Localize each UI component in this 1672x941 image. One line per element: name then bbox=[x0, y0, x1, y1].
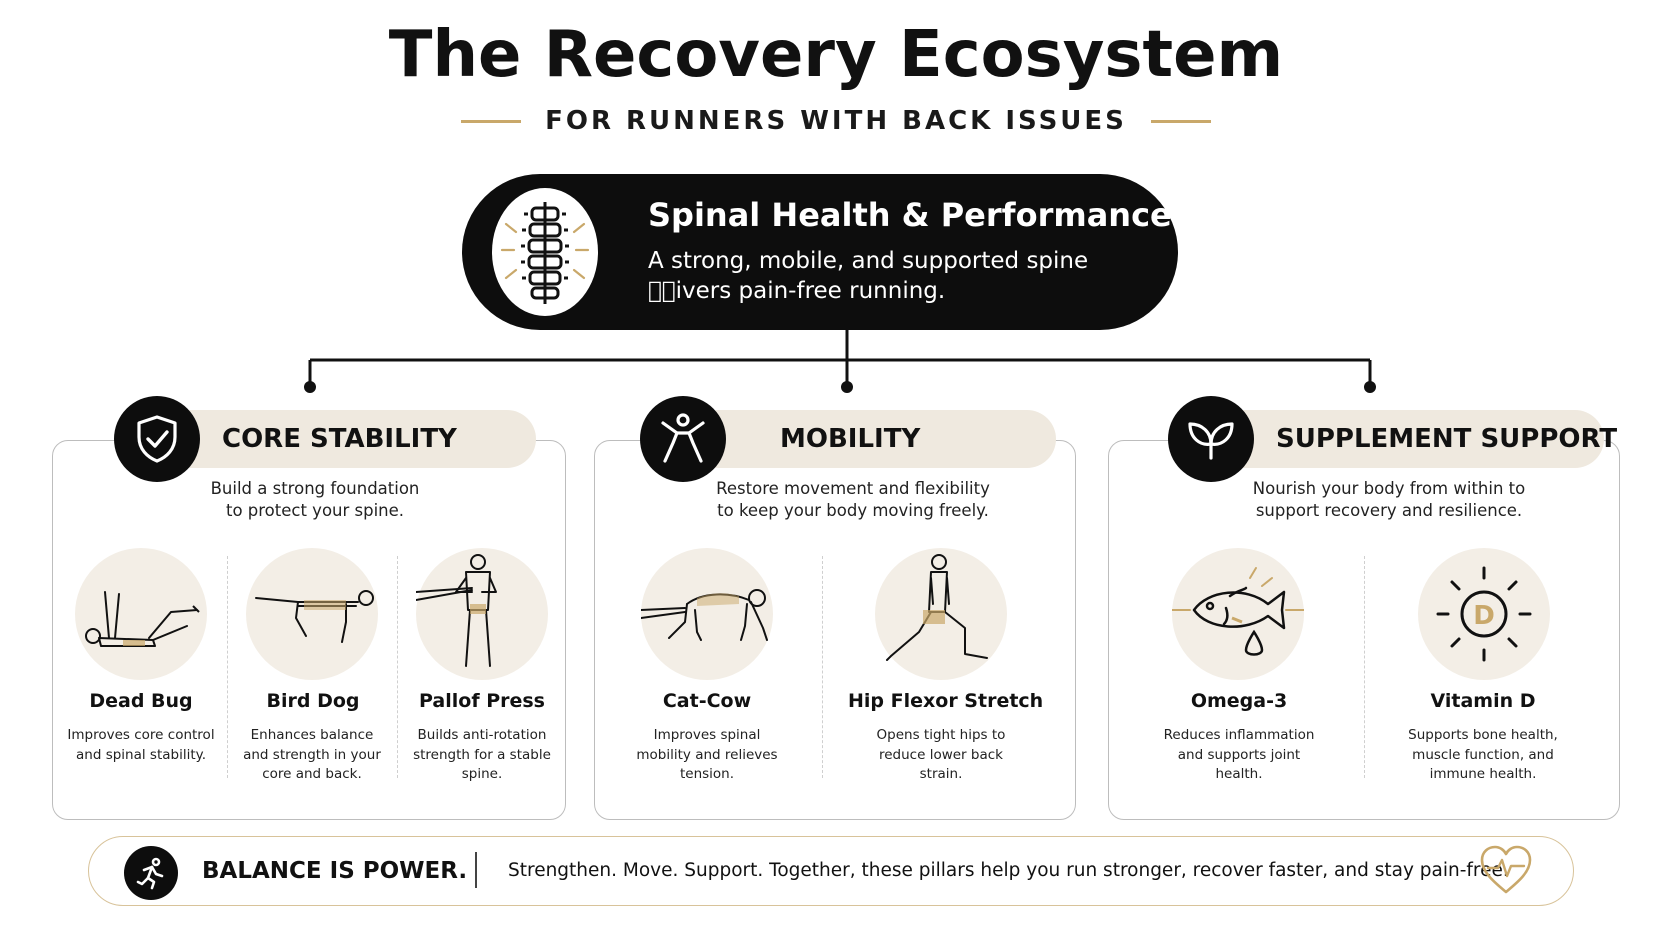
page-title: The Recovery Ecosystem bbox=[388, 18, 1284, 92]
item-name: Pallof Press bbox=[419, 690, 545, 712]
footer-headline: BALANCE IS POWER. bbox=[202, 858, 468, 884]
divider bbox=[397, 556, 398, 778]
item-description: Builds anti-rotation strength for a stab… bbox=[413, 727, 551, 782]
item-name: Bird Dog bbox=[266, 690, 360, 712]
shield-check-icon bbox=[114, 396, 200, 482]
item-description: Improves core control and spinal stabili… bbox=[67, 727, 215, 763]
dead-bug-figure-icon bbox=[75, 548, 207, 680]
runner-icon bbox=[124, 846, 178, 900]
item-name: Cat-Cow bbox=[662, 690, 752, 712]
footer-text: Strengthen. Move. Support. Together, the… bbox=[508, 860, 1509, 881]
pillar-description: Build a strong foundation to protect you… bbox=[210, 479, 420, 520]
divider bbox=[1364, 556, 1365, 778]
subtitle-row: FOR RUNNERS WITH BACK ISSUES bbox=[0, 106, 1672, 136]
hero-title: Spinal Health & Performance bbox=[648, 196, 1172, 234]
svg-text:D: D bbox=[1473, 601, 1495, 631]
footer-divider bbox=[475, 852, 477, 888]
divider bbox=[822, 556, 823, 778]
sun-vitamin-d-icon: D bbox=[1418, 548, 1550, 680]
item-name: Omega-3 bbox=[1190, 690, 1288, 712]
subtitle-rule-left bbox=[461, 119, 522, 123]
bird-dog-figure-icon bbox=[246, 548, 378, 680]
cat-cow-figure-icon bbox=[640, 548, 773, 680]
item-name: Hip Flexor Stretch bbox=[848, 690, 1044, 712]
pillar-description: Nourish your body from within to support… bbox=[1252, 479, 1526, 520]
subtitle-rule-right bbox=[1150, 119, 1211, 123]
divider bbox=[227, 556, 228, 778]
item-description: Reduces inflammation and supports joint … bbox=[1163, 727, 1315, 782]
hip-flexor-figure-icon bbox=[875, 548, 1007, 680]
pillar-title: SUPPLEMENT SUPPORT bbox=[1276, 424, 1618, 454]
hero-description: A strong, mobile, and supported spine   … bbox=[648, 248, 1089, 304]
spine-icon bbox=[492, 188, 598, 316]
item-description: Opens tight hips to reduce lower back st… bbox=[876, 727, 1006, 782]
pillar-title: MOBILITY bbox=[780, 424, 921, 454]
heart-pulse-icon bbox=[1476, 840, 1536, 905]
item-name: Dead Bug bbox=[89, 690, 193, 712]
page-subtitle: FOR RUNNERS WITH BACK ISSUES bbox=[545, 106, 1127, 136]
hero-pill: Spinal Health & Performance A strong, mo… bbox=[462, 174, 1178, 330]
pillar-tab-mobility bbox=[690, 410, 1056, 468]
pillar-tab-supplement-support bbox=[1196, 410, 1604, 468]
leaf-icon bbox=[1168, 396, 1254, 482]
pillar-description: Restore movement and flexibility to keep… bbox=[716, 479, 990, 520]
pillar-tab-core-stability bbox=[150, 410, 536, 468]
footer-banner bbox=[88, 836, 1574, 906]
fish-oil-icon bbox=[1171, 548, 1305, 680]
item-description: Improves spinal mobility and relieves te… bbox=[636, 727, 778, 782]
stretching-person-icon bbox=[640, 396, 726, 482]
pillar-title: CORE STABILITY bbox=[222, 424, 457, 454]
item-name: Vitamin D bbox=[1430, 690, 1536, 712]
pallof-press-figure-icon bbox=[415, 548, 548, 680]
item-description: Supports bone health, muscle function, a… bbox=[1408, 727, 1558, 782]
item-description: Enhances balance and strength in your co… bbox=[243, 727, 381, 782]
